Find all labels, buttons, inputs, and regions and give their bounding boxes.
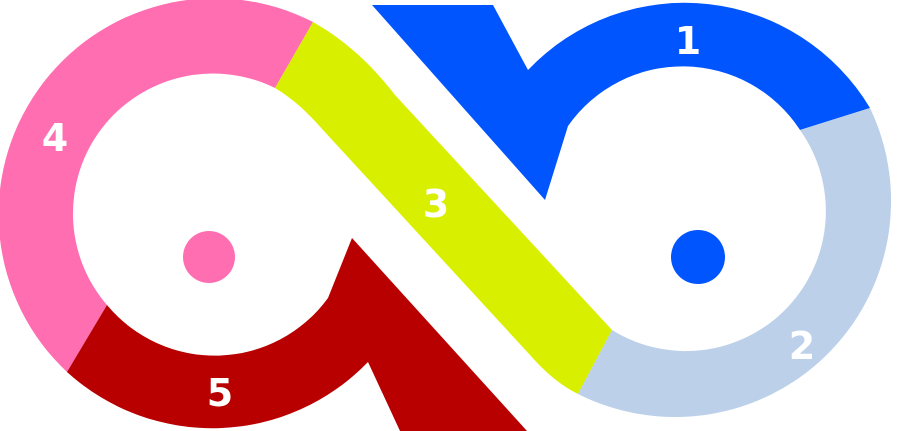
segment-3-label: 3 — [423, 182, 449, 226]
segment-1 — [372, 2, 870, 200]
segment-2 — [578, 108, 892, 418]
right-center-dot — [671, 230, 725, 284]
segment-5-label: 5 — [207, 371, 233, 415]
segment-4-label: 4 — [42, 116, 68, 160]
segment-5 — [67, 238, 527, 431]
segment-4 — [0, 0, 313, 372]
segment-3 — [275, 22, 612, 394]
segment-1-label: 1 — [675, 19, 701, 63]
left-center-dot — [183, 231, 235, 283]
segment-2-label: 2 — [789, 324, 815, 368]
